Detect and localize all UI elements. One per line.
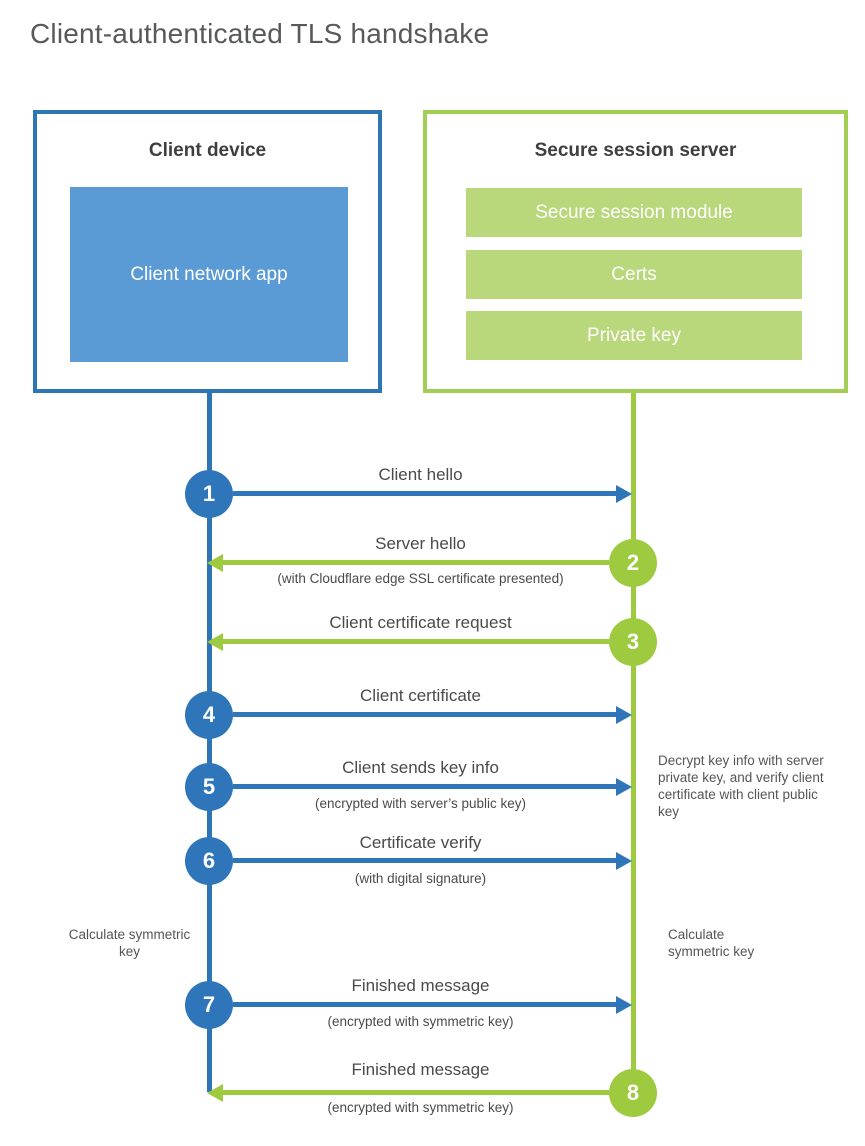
secure-session-module-bar: Secure session module bbox=[466, 188, 802, 237]
step-2-arrowhead-left-icon bbox=[207, 554, 223, 572]
step-8-label: Finished message bbox=[351, 1060, 490, 1079]
server-lifeline bbox=[631, 393, 636, 1093]
step-5-label: Client sends key info bbox=[342, 758, 499, 777]
step-4-label: Client certificate bbox=[360, 686, 481, 705]
step-1-marker: 1 bbox=[185, 470, 233, 518]
step-4-marker: 4 bbox=[185, 691, 233, 739]
step-3-arrowhead-left-icon bbox=[207, 633, 223, 651]
step-8-marker: 8 bbox=[609, 1069, 657, 1117]
private-key-bar: Private key bbox=[466, 311, 802, 360]
step-5-sublabel: (encrypted with server’s public key) bbox=[314, 796, 527, 811]
step-3-arrow-line bbox=[223, 639, 609, 644]
step-6-arrow-line bbox=[233, 858, 618, 863]
certs-bar: Certs bbox=[466, 250, 802, 299]
step-5-marker: 5 bbox=[185, 763, 233, 811]
step-4-arrowhead-right-icon bbox=[616, 706, 632, 724]
secure-session-server-title: Secure session server bbox=[534, 140, 737, 161]
calculate-symmetric-key-note-server: Calculate symmetric key bbox=[668, 927, 755, 959]
step-1-label: Client hello bbox=[378, 465, 463, 484]
step-6-label: Certificate verify bbox=[359, 833, 482, 852]
step-4-arrow-line bbox=[233, 712, 618, 717]
step-6-arrowhead-right-icon bbox=[616, 852, 632, 870]
client-device-box: Client device Client network app bbox=[33, 110, 382, 393]
step-3-label: Client certificate request bbox=[329, 613, 512, 632]
secure-session-server-box: Secure session server Secure session mod… bbox=[423, 110, 848, 393]
server-decrypt-note: Decrypt key info with server private key… bbox=[658, 753, 824, 819]
step-7-arrow-line bbox=[233, 1002, 618, 1007]
client-lifeline bbox=[207, 393, 212, 1092]
step-1-arrow-line bbox=[233, 491, 618, 496]
step-3-marker: 3 bbox=[609, 618, 657, 666]
calculate-symmetric-key-note-client: Calculate symmetric key bbox=[68, 927, 191, 959]
step-7-arrowhead-right-icon bbox=[616, 996, 632, 1014]
step-7-sublabel: (encrypted with symmetric key) bbox=[327, 1014, 514, 1029]
step-2-sublabel: (with Cloudflare edge SSL certificate pr… bbox=[277, 571, 564, 586]
step-2-marker: 2 bbox=[609, 539, 657, 587]
step-7-marker: 7 bbox=[185, 981, 233, 1029]
client-network-app-label: Client network app bbox=[130, 263, 288, 285]
step-6-marker: 6 bbox=[185, 837, 233, 885]
page-title: Client-authenticated TLS handshake bbox=[30, 18, 490, 49]
step-7-label: Finished message bbox=[351, 976, 490, 995]
step-5-arrowhead-right-icon bbox=[616, 778, 632, 796]
step-8-arrowhead-left-icon bbox=[207, 1084, 223, 1102]
step-6-sublabel: (with digital signature) bbox=[354, 871, 487, 886]
step-2-arrow-line bbox=[223, 560, 609, 565]
step-8-arrow-line bbox=[223, 1090, 609, 1095]
client-device-title: Client device bbox=[148, 140, 267, 161]
step-8-sublabel: (encrypted with symmetric key) bbox=[327, 1100, 514, 1115]
step-2-label: Server hello bbox=[375, 534, 466, 553]
step-5-arrow-line bbox=[233, 784, 618, 789]
client-network-app-box: Client network app bbox=[70, 187, 348, 362]
step-1-arrowhead-right-icon bbox=[616, 485, 632, 503]
